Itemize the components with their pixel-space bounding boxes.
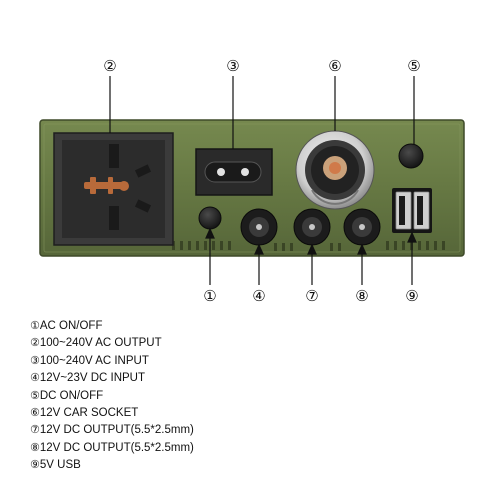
legend-mark: ③ [30,353,40,367]
callout-usb: ⑨ [405,287,418,305]
callout-dc-switch: ⑤ [407,57,420,75]
callout-dc-output-2: ⑧ [355,287,368,305]
legend-mark: ⑤ [30,388,40,402]
port-legend: ①AC ON/OFF ②100~240V AC OUTPUT ③100~240V… [30,317,194,474]
legend-mark: ⑦ [30,423,40,437]
usb-ports[interactable] [392,188,432,233]
ac-output-socket[interactable] [53,132,174,246]
dc-input-jack[interactable] [240,208,278,246]
legend-text: 100~240V AC INPUT [39,354,149,367]
callout-dc-input: ④ [252,287,265,305]
legend-text: 100~240V AC OUTPUT [39,337,162,350]
legend-item: ⑧12V DC OUTPUT(5.5*2.5mm) [30,439,194,456]
legend-item: ⑨5V USB [30,456,194,473]
dc-output-jack-1[interactable] [293,208,331,246]
legend-mark: ④ [30,371,40,385]
dc-switch[interactable] [398,143,424,169]
ac-input-socket[interactable] [195,148,273,196]
legend-text: 12V DC OUTPUT(5.5*2.5mm) [39,424,194,437]
legend-mark: ② [30,336,40,350]
ac-switch[interactable] [198,206,222,230]
callout-dc-output-1: ⑦ [305,287,318,305]
legend-mark: ⑨ [30,458,40,472]
legend-text: 12V DC OUTPUT(5.5*2.5mm) [39,441,194,454]
legend-mark: ⑧ [30,440,40,454]
legend-item: ⑥12V CAR SOCKET [30,404,194,421]
legend-item: ①AC ON/OFF [30,317,194,334]
leader-lines [109,76,417,285]
legend-item: ⑦12V DC OUTPUT(5.5*2.5mm) [30,421,194,438]
legend-text: 12V CAR SOCKET [39,406,139,419]
legend-item: ②100~240V AC OUTPUT [30,334,194,351]
legend-text: AC ON/OFF [39,320,103,332]
legend-item: ④12V~23V DC INPUT [30,369,194,386]
ac-outlet-pins [84,177,129,194]
car-socket[interactable] [295,130,375,210]
legend-mark: ① [30,319,40,332]
callout-ac-input: ③ [226,57,239,75]
legend-item: ③100~240V AC INPUT [30,352,194,369]
callout-car-socket: ⑥ [328,57,341,75]
callout-ac-output: ② [103,57,116,75]
callout-ac-switch: ① [203,287,216,305]
legend-text: 12V~23V DC INPUT [39,372,146,385]
dc-output-jack-2[interactable] [343,208,381,246]
legend-mark: ⑥ [30,405,40,419]
legend-item: ⑤DC ON/OFF [30,387,194,404]
legend-text: DC ON/OFF [39,389,104,402]
legend-text: 5V USB [39,459,81,472]
